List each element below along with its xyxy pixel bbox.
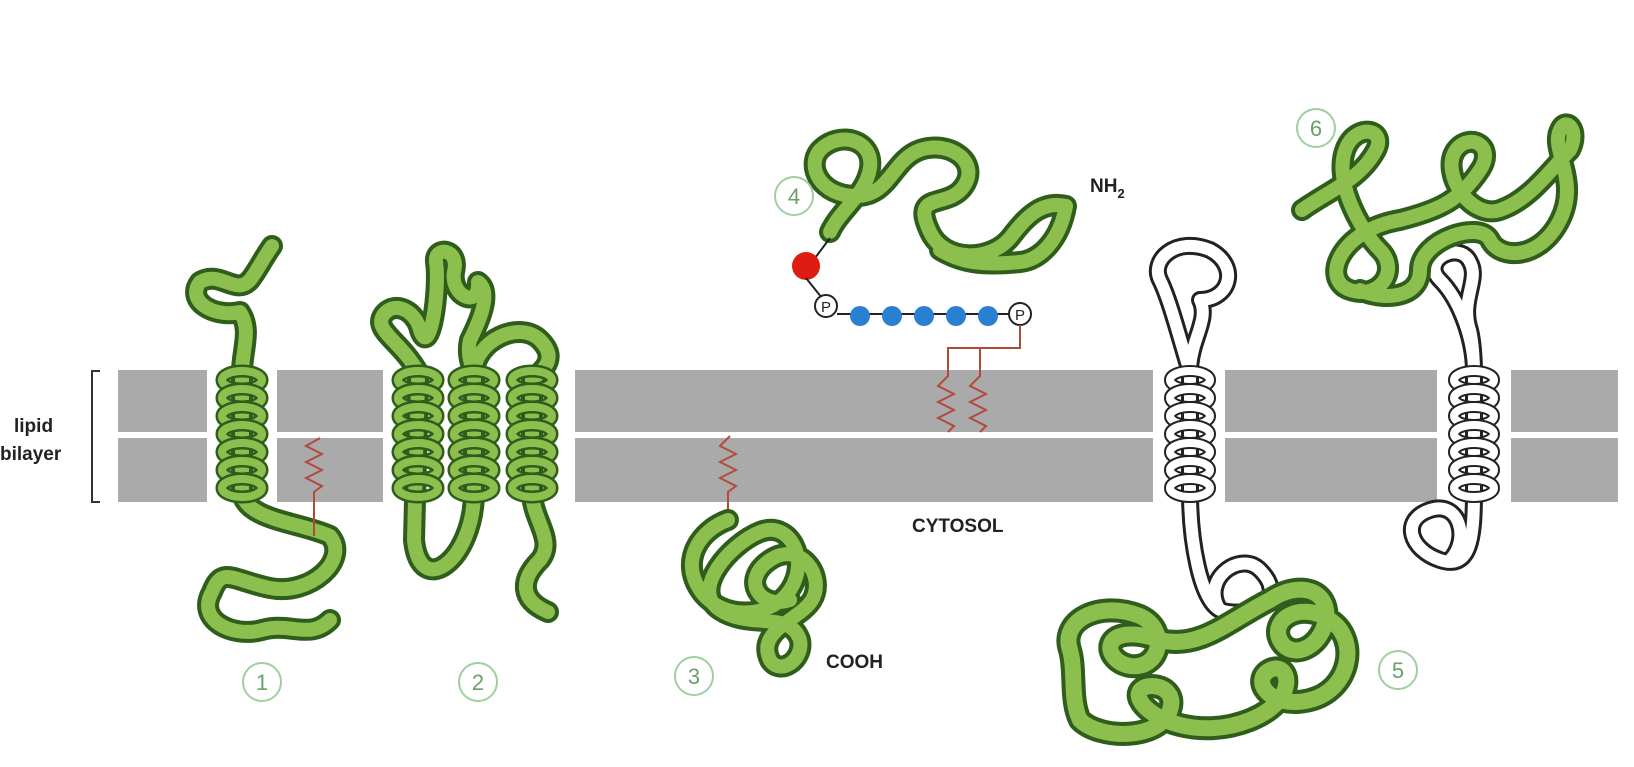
lipid-anchor	[303, 437, 325, 536]
phosphate-left	[814, 294, 838, 318]
protein-2	[370, 240, 560, 623]
sugar-chain	[850, 306, 998, 326]
bilayer-label-line2: bilayer	[0, 444, 62, 465]
protein-3	[680, 435, 827, 678]
marker-5: 5	[1378, 650, 1418, 690]
bilayer-bracket	[91, 370, 100, 503]
lipid-anchor	[717, 435, 739, 518]
bilayer-label-line1: lipid	[14, 416, 53, 437]
lipid-bilayer	[118, 368, 1618, 504]
marker-5-label: 5	[1392, 658, 1404, 683]
phosphate-right-label: P	[1015, 307, 1025, 324]
marker-2: 2	[458, 662, 498, 702]
marker-3-label: 3	[688, 664, 700, 689]
anchor-head	[792, 252, 820, 280]
marker-1: 1	[242, 662, 282, 702]
nh2-label: NH2	[1090, 176, 1125, 201]
marker-6-label: 6	[1310, 116, 1322, 141]
lipid-anchor	[935, 325, 1021, 433]
marker-6: 6	[1296, 108, 1336, 148]
cytosol-label: CYTOSOL	[912, 516, 1004, 537]
protein-5	[1056, 236, 1360, 746]
marker-4: 4	[774, 176, 814, 216]
marker-1-label: 1	[256, 670, 268, 695]
cooh-label: COOH	[826, 652, 883, 673]
protein-6	[1291, 113, 1585, 571]
marker-4-label: 4	[788, 184, 800, 209]
phosphate-left-label: P	[821, 299, 831, 316]
nh2-text: NH	[1090, 176, 1117, 197]
protein-4: P P	[792, 128, 1077, 433]
protein-1	[185, 235, 347, 643]
nh2-subscript: 2	[1117, 186, 1124, 201]
marker-3: 3	[674, 656, 714, 696]
marker-2-label: 2	[472, 670, 484, 695]
